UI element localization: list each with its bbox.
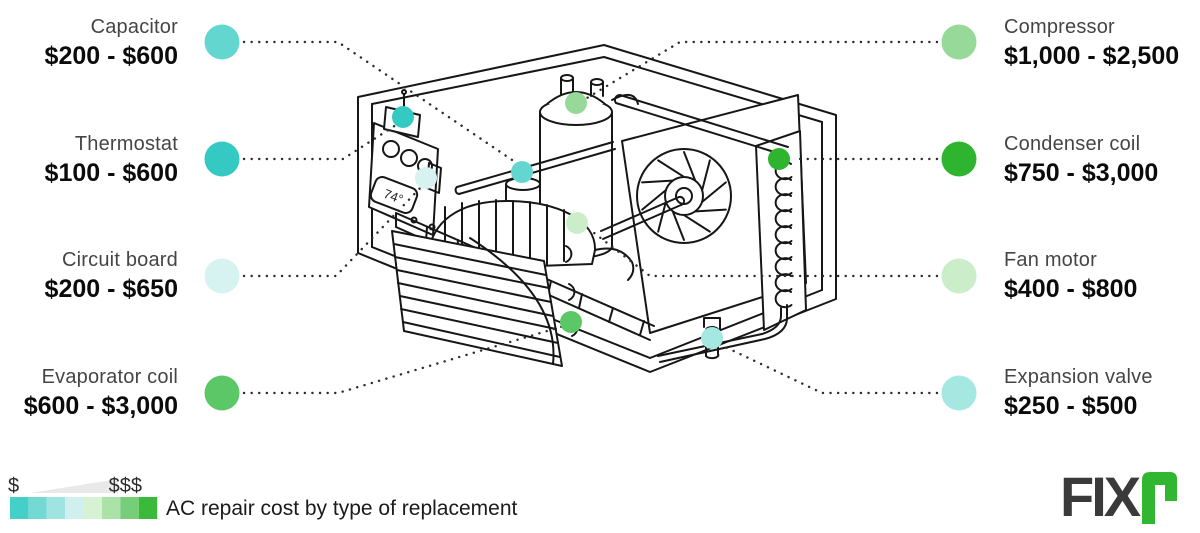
fixr-logo-r-icon [1142,472,1178,524]
part-name: Condenser coil [1004,133,1141,155]
part-label-circuit-board: Circuit board $200 - $650 [0,247,178,305]
part-label-expansion-valve: Expansion valve $250 - $500 [1004,364,1200,422]
compressor-marker [565,92,587,114]
part-price: $200 - $600 [44,42,178,70]
part-label-evaporator-coil: Evaporator coil $600 - $3,000 [0,364,178,422]
cost-scale-legend [10,479,158,519]
connector-circuit-board [242,183,425,278]
part-name: Capacitor [90,16,178,38]
part-price: $1,000 - $2,500 [1004,42,1180,70]
connector-capacitor [242,40,523,168]
condenser-dot [941,141,977,177]
scale-swatch [10,497,29,519]
evaporator-dot [204,375,240,411]
part-price: $400 - $800 [1004,275,1138,303]
part-markers [392,92,790,349]
thermostat-dot [204,141,240,177]
compressor-dot [941,24,977,60]
fan-motor-dot [941,258,977,294]
circuit-board-dot [204,258,240,294]
circuit-board-marker [415,167,437,189]
connector-thermostat [242,121,401,161]
part-name: Fan motor [1004,249,1097,271]
condenser-coil [657,130,807,363]
scale-swatch [138,497,158,519]
scale-swatch [102,497,121,519]
part-name: Thermostat [74,133,178,155]
scale-swatch [65,497,84,519]
connector-evaporator [242,324,566,395]
part-price: $250 - $500 [1004,392,1138,420]
expansion-valve-dot [941,375,977,411]
thermostat-marker [392,106,414,128]
part-name: Circuit board [62,249,178,271]
part-price: $100 - $600 [44,159,178,187]
cost-wedge [30,479,118,493]
refrigerant-rod [454,141,616,195]
fixr-logo-text: FIX [1060,465,1141,528]
part-price: $200 - $650 [44,275,178,303]
part-label-condenser-coil: Condenser coil $750 - $3,000 [1004,131,1200,189]
legend-low-label: $ [8,475,20,497]
part-name: Compressor [1004,16,1115,38]
thermostat-display: 74° [382,186,406,207]
scale-swatch [28,497,47,519]
connector-lines [242,40,939,395]
part-name: Expansion valve [1004,366,1153,388]
part-price: $600 - $3,000 [23,392,178,420]
scale-swatch [83,497,102,519]
fixr-logo: FIX [1060,465,1178,528]
evaporator-panel [391,230,579,367]
label-dots [204,24,977,411]
scale-swatch [46,497,66,519]
connector-compressor [580,40,939,103]
infographic-caption: AC repair cost by type of replacement [166,497,518,520]
part-label-thermostat: Thermostat $100 - $600 [0,131,178,189]
fan-shaft [600,195,686,240]
evaporator-marker [560,311,582,333]
condenser-marker [768,148,790,170]
part-label-fan-motor: Fan motor $400 - $800 [1004,247,1200,305]
part-label-compressor: Compressor $1,000 - $2,500 [1004,14,1200,72]
part-price: $750 - $3,000 [1004,159,1159,187]
connector-expansion-valve [717,342,939,395]
capacitor-marker [511,161,533,183]
fan-motor-marker [566,212,588,234]
expansion-valve-marker [701,327,723,349]
scale-swatch [120,497,139,519]
capacitor-dot [204,24,240,60]
part-label-capacitor: Capacitor $200 - $600 [0,14,178,72]
legend-high-label: $$$ [108,475,142,497]
part-name: Evaporator coil [41,366,178,388]
